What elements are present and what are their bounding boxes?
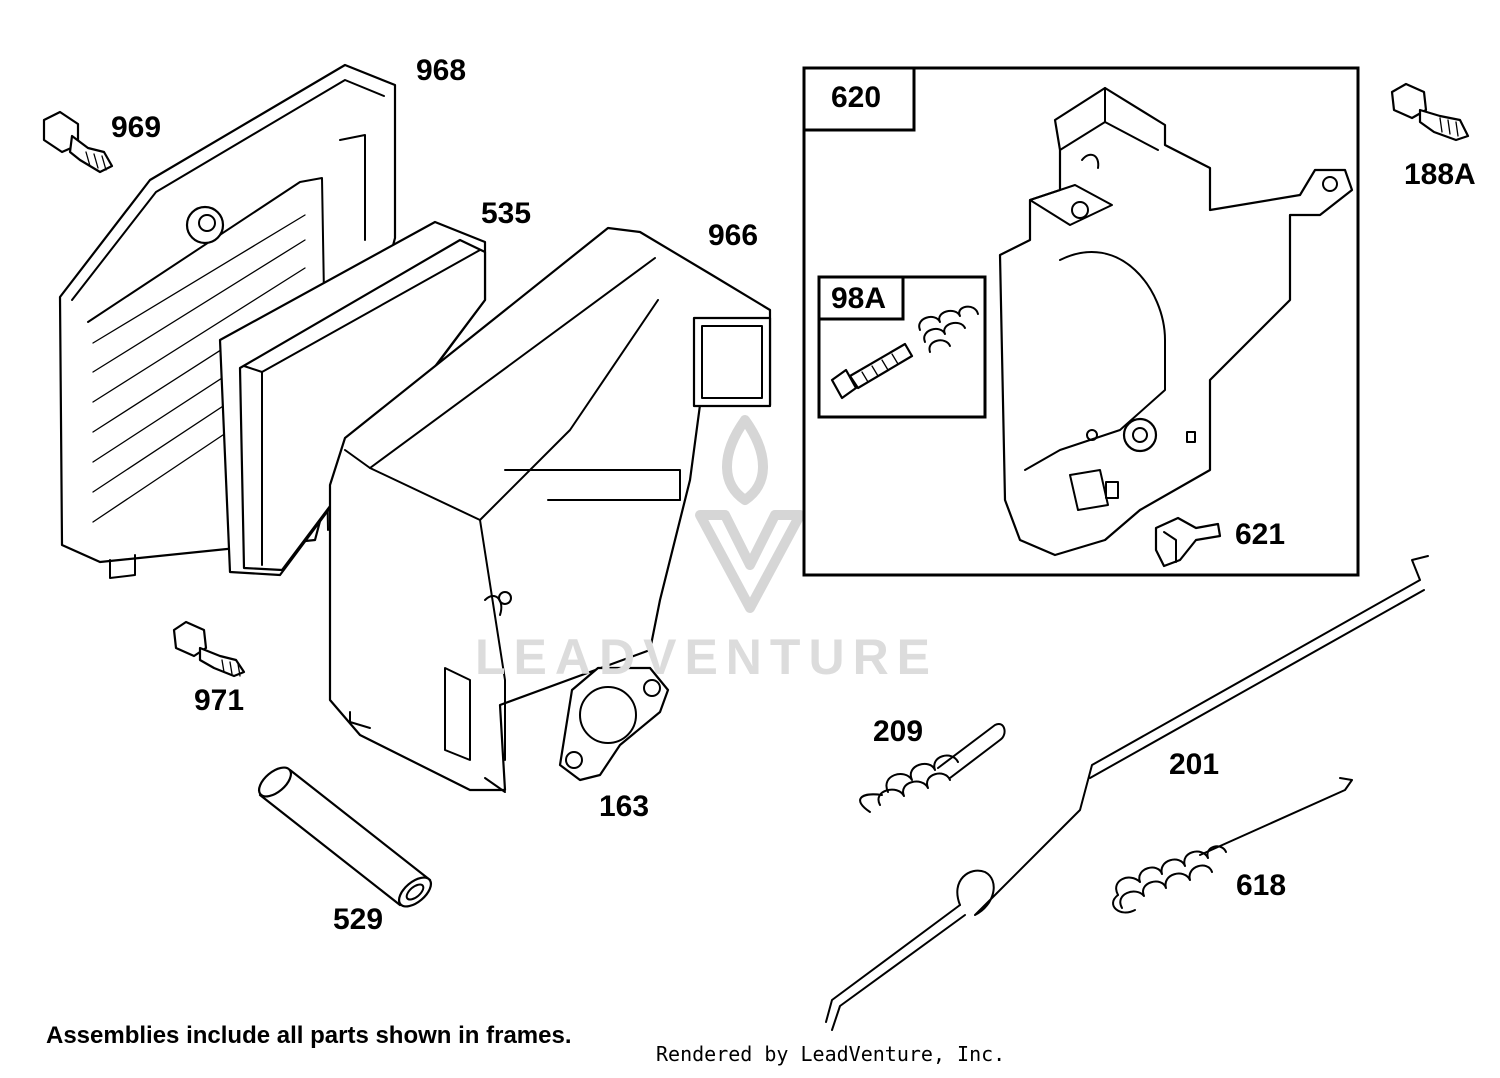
air-filter [218,220,487,577]
bolt-icon [172,620,246,678]
part-label-618: 618 [1236,869,1287,902]
part-label-188a: 188A [1404,158,1476,191]
part-label-98a: 98A [831,282,887,315]
leadventure-logo-watermark [695,415,805,613]
part-label-163: 163 [599,790,650,823]
link [1154,516,1222,568]
part-label-620: 620 [831,81,882,114]
spring [918,305,979,353]
part-label-209: 209 [873,715,924,748]
bolt-icon [42,110,114,174]
part-label-968: 968 [416,54,467,87]
governor-spring [859,723,1006,813]
tube [257,766,433,908]
extension-spring [1112,777,1353,914]
assemblies-note: Assemblies include all parts shown in fr… [46,1022,572,1049]
governor-link [825,555,1429,1031]
gasket [558,666,670,782]
air-cleaner-cover [328,226,772,793]
render-credit: Rendered by LeadVenture, Inc. [656,1042,1006,1066]
control-bracket [998,86,1354,557]
part-label-966: 966 [708,219,759,252]
watermark-text: LEADVENTURE [475,629,939,685]
part-label-201: 201 [1169,748,1220,781]
part-label-535: 535 [481,197,532,230]
part-label-969: 969 [111,111,162,144]
part-label-621: 621 [1235,518,1286,551]
part-label-529: 529 [333,903,384,936]
assembly-frame-620 [802,66,1360,577]
part-label-971: 971 [194,684,245,717]
screw [830,342,914,400]
bolt-icon [1390,82,1470,142]
assembly-frame-98a [817,275,987,419]
